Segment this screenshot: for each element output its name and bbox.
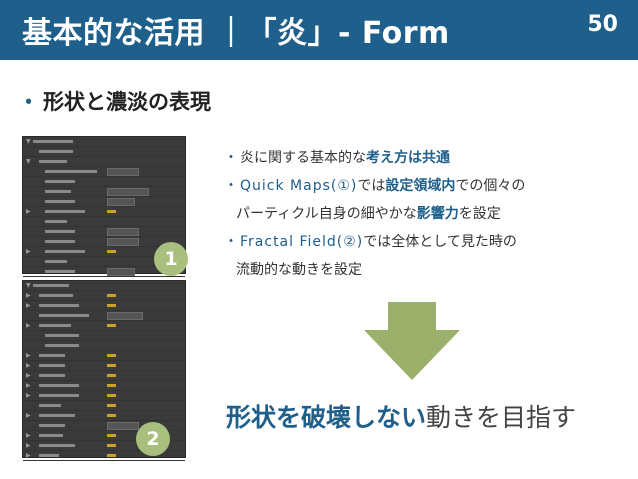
section-heading: ・形状と濃淡の表現 (18, 86, 211, 116)
expand-triangle-icon: ▶ (26, 352, 31, 359)
expand-triangle-icon: ▶ (26, 372, 31, 379)
expand-triangle-icon: ▶ (26, 392, 31, 399)
expand-triangle-icon: ▶ (26, 362, 31, 369)
section-title: 形状と濃淡の表現 (43, 90, 211, 114)
bullet-list: ・炎に関する基本的な考え方は共通 ・Quick Maps(①)では設定領域内での… (224, 144, 624, 284)
bullet-item: ・Fractal Field(②)では全体として見た時の (224, 234, 517, 250)
expand-triangle-icon: ▶ (26, 452, 31, 459)
bullet-continuation: パーティクル自身の細やかな影響力を設定 (236, 206, 501, 222)
page-number: 50 (587, 12, 618, 37)
quick-maps-screenshot: ▼ ▼ ▶ ▶ (22, 136, 186, 277)
bullet-item: ・Quick Maps(①)では設定領域内での個々の (224, 178, 526, 194)
expand-triangle-icon: ▶ (26, 208, 31, 215)
badge-2: 2 (136, 422, 170, 456)
header-bar: 基本的な活用 ｜「炎」- Form 50 (0, 0, 638, 60)
expand-triangle-icon: ▶ (26, 292, 31, 299)
fractal-field-ref: Fractal Field(②) (240, 234, 364, 250)
expand-triangle-icon: ▶ (26, 412, 31, 419)
expand-triangle-icon: ▶ (26, 302, 31, 309)
expand-triangle-icon: ▼ (26, 138, 31, 145)
slide-title: 基本的な活用 ｜「炎」- Form (22, 16, 450, 51)
bullet-continuation: 流動的な動きを設定 (236, 262, 362, 278)
section-bullet: ・ (18, 90, 39, 114)
down-arrow-icon (364, 302, 460, 380)
expand-triangle-icon: ▶ (26, 432, 31, 439)
expand-triangle-icon: ▼ (26, 158, 31, 165)
conclusion-text: 形状を破壊しない動きを目指す (226, 403, 577, 432)
expand-triangle-icon: ▶ (26, 442, 31, 449)
expand-triangle-icon: ▶ (26, 248, 31, 255)
expand-triangle-icon: ▶ (26, 382, 31, 389)
expand-triangle-icon: ▼ (26, 282, 31, 289)
expand-triangle-icon: ▶ (26, 322, 31, 329)
quick-maps-ref: Quick Maps(①) (240, 178, 358, 194)
bullet-item: ・炎に関する基本的な考え方は共通 (224, 150, 450, 166)
badge-1: 1 (154, 242, 188, 276)
